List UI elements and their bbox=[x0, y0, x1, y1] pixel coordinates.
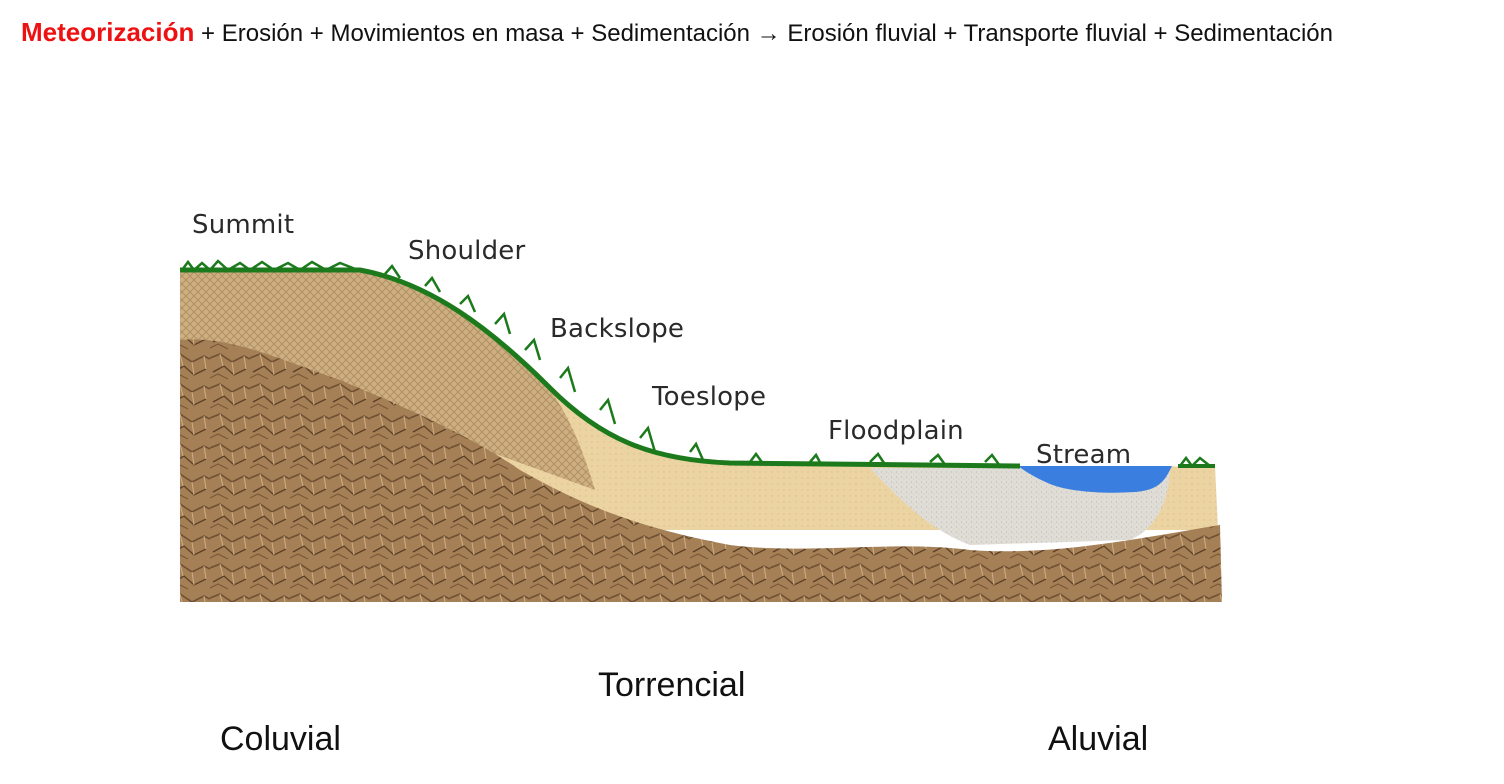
header-processes-text: + Erosión + Movimientos en masa + Sedime… bbox=[194, 20, 757, 47]
grass-tufts bbox=[181, 259, 1211, 468]
arrow-right-icon: → bbox=[756, 20, 781, 47]
label-stream: Stream bbox=[1036, 440, 1132, 470]
label-floodplain: Floodplain bbox=[828, 416, 964, 446]
label-aluvial: Aluvial bbox=[1048, 720, 1149, 758]
label-torrencial: Torrencial bbox=[598, 666, 746, 704]
label-coluvial: Coluvial bbox=[220, 720, 341, 758]
colluvium-wedge bbox=[180, 272, 595, 490]
stream-water bbox=[1018, 466, 1172, 493]
label-shoulder: Shoulder bbox=[408, 236, 526, 266]
label-summit: Summit bbox=[192, 210, 295, 240]
label-toeslope: Toeslope bbox=[652, 382, 767, 412]
meteorizacion-highlight: Meteorización bbox=[21, 17, 195, 47]
bedrock-layer bbox=[180, 339, 1222, 602]
hillslope-profile-diagram: Summit Shoulder Backslope Toeslope Flood… bbox=[170, 200, 1230, 610]
hillslope-cross-section bbox=[180, 259, 1222, 602]
header-fluvial-text: Erosión fluvial + Transporte fluvial + S… bbox=[780, 20, 1333, 47]
process-sequence-header: Meteorización + Erosión + Movimientos en… bbox=[21, 14, 1333, 52]
label-backslope: Backslope bbox=[550, 314, 685, 344]
grass-surface-line bbox=[180, 267, 1021, 469]
